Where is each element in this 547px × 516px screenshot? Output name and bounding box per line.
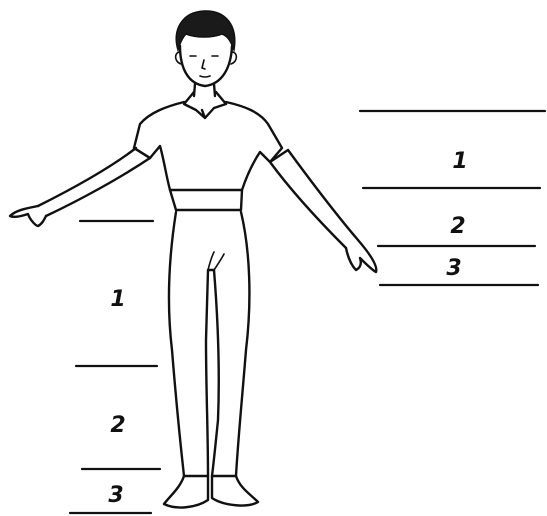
left-sleeve-cuff (134, 148, 150, 158)
right-shoe (212, 476, 258, 505)
left-proportion-scale: 1 2 3 (70, 221, 160, 513)
trouser-fly (208, 252, 224, 270)
nose (202, 60, 205, 69)
right-arm (270, 150, 358, 248)
left-scale-label-2: 2 (110, 413, 125, 438)
mouth (200, 76, 210, 77)
trousers (169, 212, 249, 476)
left-arm (38, 148, 150, 216)
right-hand (346, 240, 376, 272)
right-scale-label-1: 1 (452, 149, 467, 174)
human-figure (10, 11, 376, 508)
collar (184, 92, 226, 118)
left-hand (10, 206, 46, 226)
left-scale-label-1: 1 (110, 287, 125, 312)
right-scale-label-2: 2 (450, 214, 465, 239)
belt (170, 190, 242, 210)
right-proportion-scale: 1 2 3 (360, 111, 545, 285)
hair (176, 11, 234, 50)
right-scale-label-3: 3 (446, 256, 461, 281)
left-scale-label-3: 3 (108, 483, 123, 508)
head (180, 46, 232, 86)
left-shoe (164, 476, 208, 507)
